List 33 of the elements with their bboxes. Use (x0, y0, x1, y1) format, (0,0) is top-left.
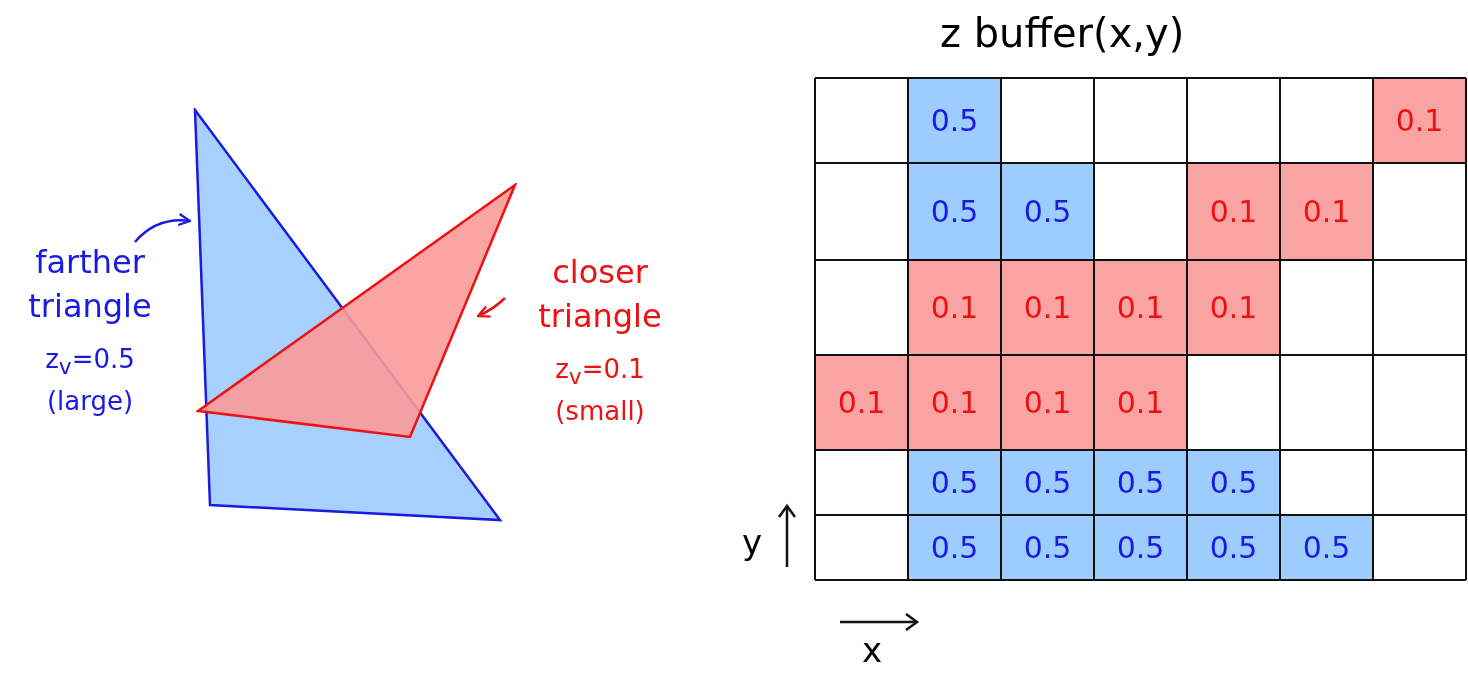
depth-value: 0.1 (909, 356, 1000, 449)
depth-value: 0.5 (1002, 451, 1093, 514)
depth-note: z$_{v}$=0.5 (large) (44, 343, 136, 419)
depth-value: 0.5 (1095, 451, 1186, 514)
depth-value: 0.1 (1281, 164, 1372, 259)
axis-label: x (862, 630, 883, 670)
axis-label: y (742, 522, 763, 562)
depth-value: 0.1 (816, 356, 907, 449)
depth-value: 0.5 (909, 79, 1000, 162)
arrow (134, 213, 192, 243)
depth-value: 0.5 (909, 164, 1000, 259)
depth-value: 0.1 (1188, 164, 1279, 259)
depth-value: 0.5 (909, 516, 1000, 579)
depth-value: 0.5 (1188, 516, 1279, 579)
closer-triangle (196, 183, 518, 440)
depth-value: 0.1 (1095, 356, 1186, 449)
depth-value: 0.5 (1002, 164, 1093, 259)
arrow (476, 297, 506, 318)
depth-value: 0.5 (909, 451, 1000, 514)
depth-note: z$_{v}$=0.1 (small) (554, 353, 646, 429)
depth-value: 0.1 (1095, 261, 1186, 354)
depth-value: 0.5 (1095, 516, 1186, 579)
depth-value: 0.1 (1002, 261, 1093, 354)
depth-value: 0.5 (1188, 451, 1279, 514)
depth-value: 0.1 (909, 261, 1000, 354)
triangle-label: farther triangle (27, 242, 153, 327)
depth-value: 0.5 (1281, 516, 1372, 579)
grid-title: z buffer(x,y) (940, 10, 1185, 56)
depth-value: 0.1 (1188, 261, 1279, 354)
triangle-label: closer triangle (537, 252, 663, 337)
depth-value: 0.1 (1374, 79, 1465, 162)
depth-value: 0.1 (1002, 356, 1093, 449)
depth-value: 0.5 (1002, 516, 1093, 579)
